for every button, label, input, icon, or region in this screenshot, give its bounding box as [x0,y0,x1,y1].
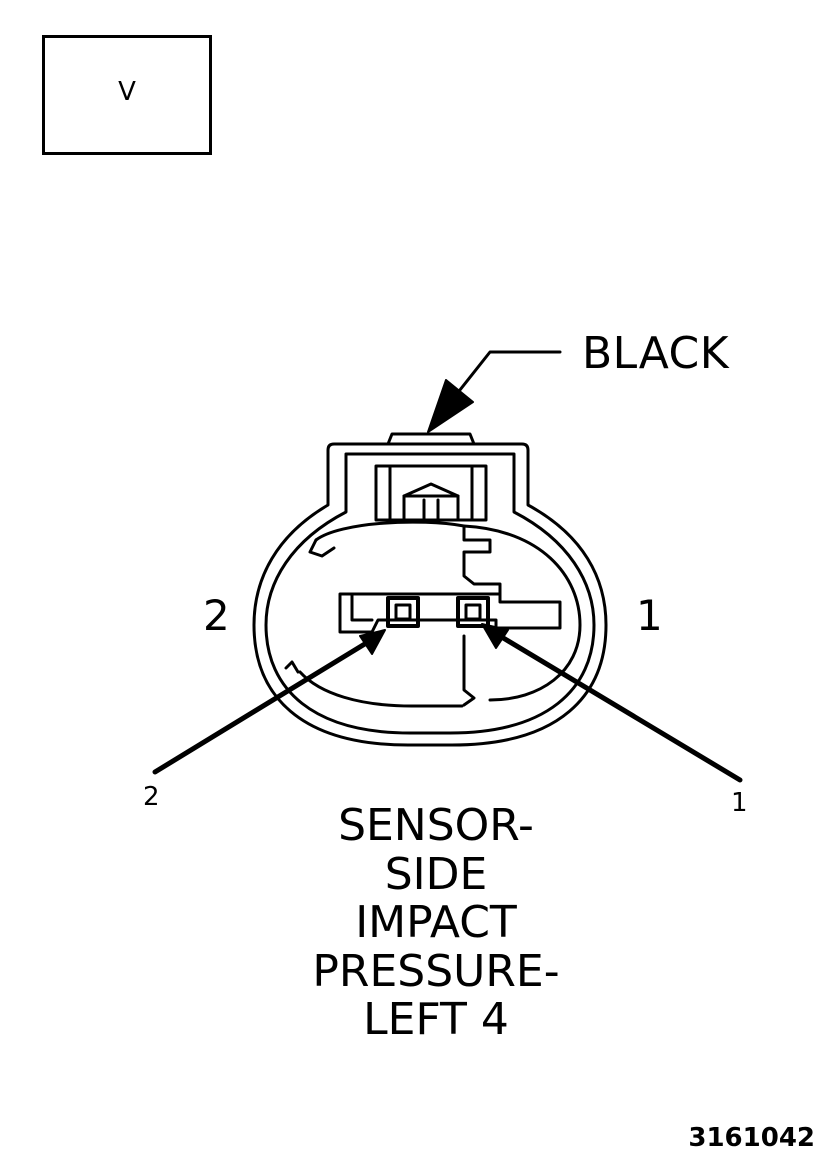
figure-id: 3161042 [688,1123,815,1153]
connector-color-label: BLACK [582,328,730,379]
cavity-1-inner [464,603,482,621]
cavity-2-callout-label: 2 [143,782,160,812]
cavity-1-outer [456,596,490,628]
connector-name-line: IMPACT [355,897,517,948]
terminal-carrier-upper [314,520,502,600]
color-leader-arrowhead [427,379,474,433]
cavity-1-callout-line [497,633,743,783]
connector-name-line: PRESSURE- [312,945,560,997]
lower-left-tick [284,660,300,674]
housing-outer [252,442,608,747]
cavity-1-face-label: 1 [636,591,663,640]
lower-inner-curve [298,670,464,708]
cavity-2-outer [386,596,420,628]
cavity-2-callout-arrow [359,629,386,655]
cavity-2-inner [394,603,412,621]
color-leader-line [450,350,562,402]
inner-right-curve [462,524,582,702]
latch-frame-roof [402,482,460,498]
latch-frame-outer [374,464,488,522]
terminal-carrier-lower [462,634,476,707]
connector-name: SENSOR- SIDE IMPACT PRESSURE- LEFT 4 [250,800,622,1045]
cavity-1-callout-arrow [481,623,509,649]
latch-frame-detail [402,494,460,522]
strip-inner-edge [350,592,374,622]
carrier-notch [308,538,336,558]
latch-frame-inner [388,464,474,522]
view-indicator-box: V [42,35,212,155]
latch-tab [386,432,476,446]
connector-name-line: SIDE [384,848,488,900]
cavity-2-callout-line [152,639,371,775]
cavity-1-callout-label: 1 [731,788,748,818]
terminal-slot-strip [338,592,562,634]
connector-name-line: LEFT 4 [363,994,509,1045]
view-letter: V [118,77,136,107]
housing-inner-rim [264,452,596,735]
connector-name-line: SENSOR- [338,800,534,851]
cavity-2-face-label: 2 [203,591,230,640]
